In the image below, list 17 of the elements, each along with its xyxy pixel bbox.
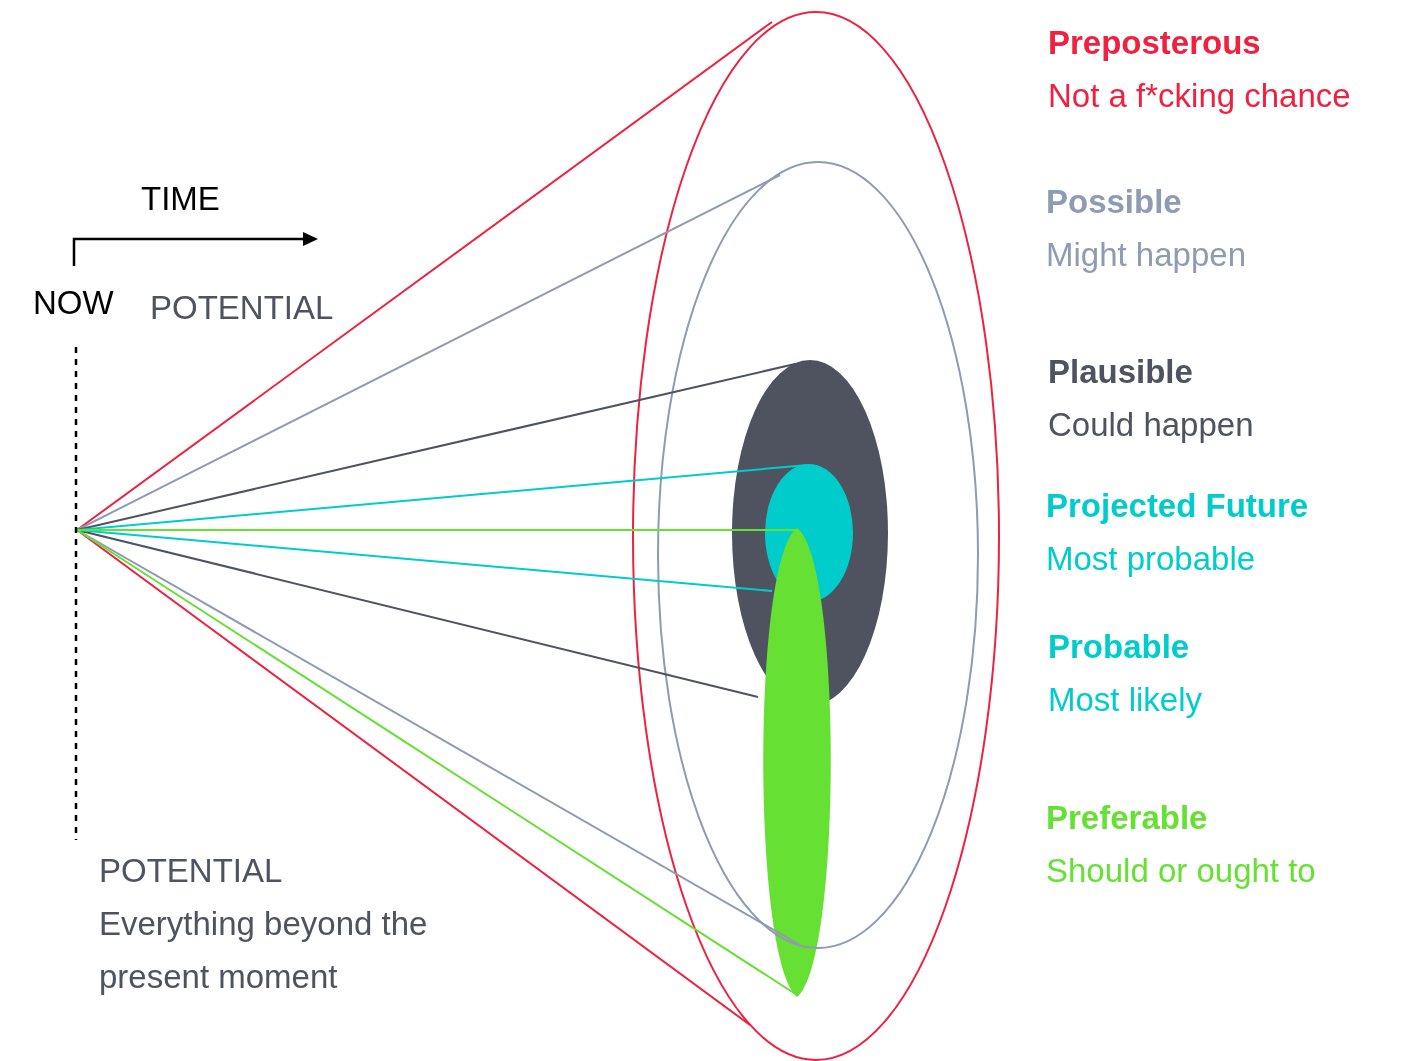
axis-label: POTENTIAL xyxy=(150,288,334,328)
category-description: Could happen xyxy=(1048,405,1254,445)
category-title: Plausible xyxy=(1048,352,1193,392)
category-description: Most probable xyxy=(1046,539,1256,579)
category-description: Might happen xyxy=(1046,235,1246,275)
category-title: Projected Future xyxy=(1046,486,1309,526)
note-text: Everything beyond the present moment xyxy=(99,904,429,997)
category-title: Probable xyxy=(1048,627,1190,667)
axis-label: TIME xyxy=(141,179,220,219)
category-description: Not a f*cking chance xyxy=(1048,76,1351,116)
note-heading: POTENTIAL xyxy=(99,851,283,891)
axis-label: NOW xyxy=(33,283,114,323)
category-title: Possible xyxy=(1046,182,1182,222)
category-description: Most likely xyxy=(1048,680,1203,720)
category-title: Preposterous xyxy=(1048,23,1261,63)
category-title: Preferable xyxy=(1046,798,1208,838)
category-description: Should or ought to xyxy=(1046,851,1316,891)
